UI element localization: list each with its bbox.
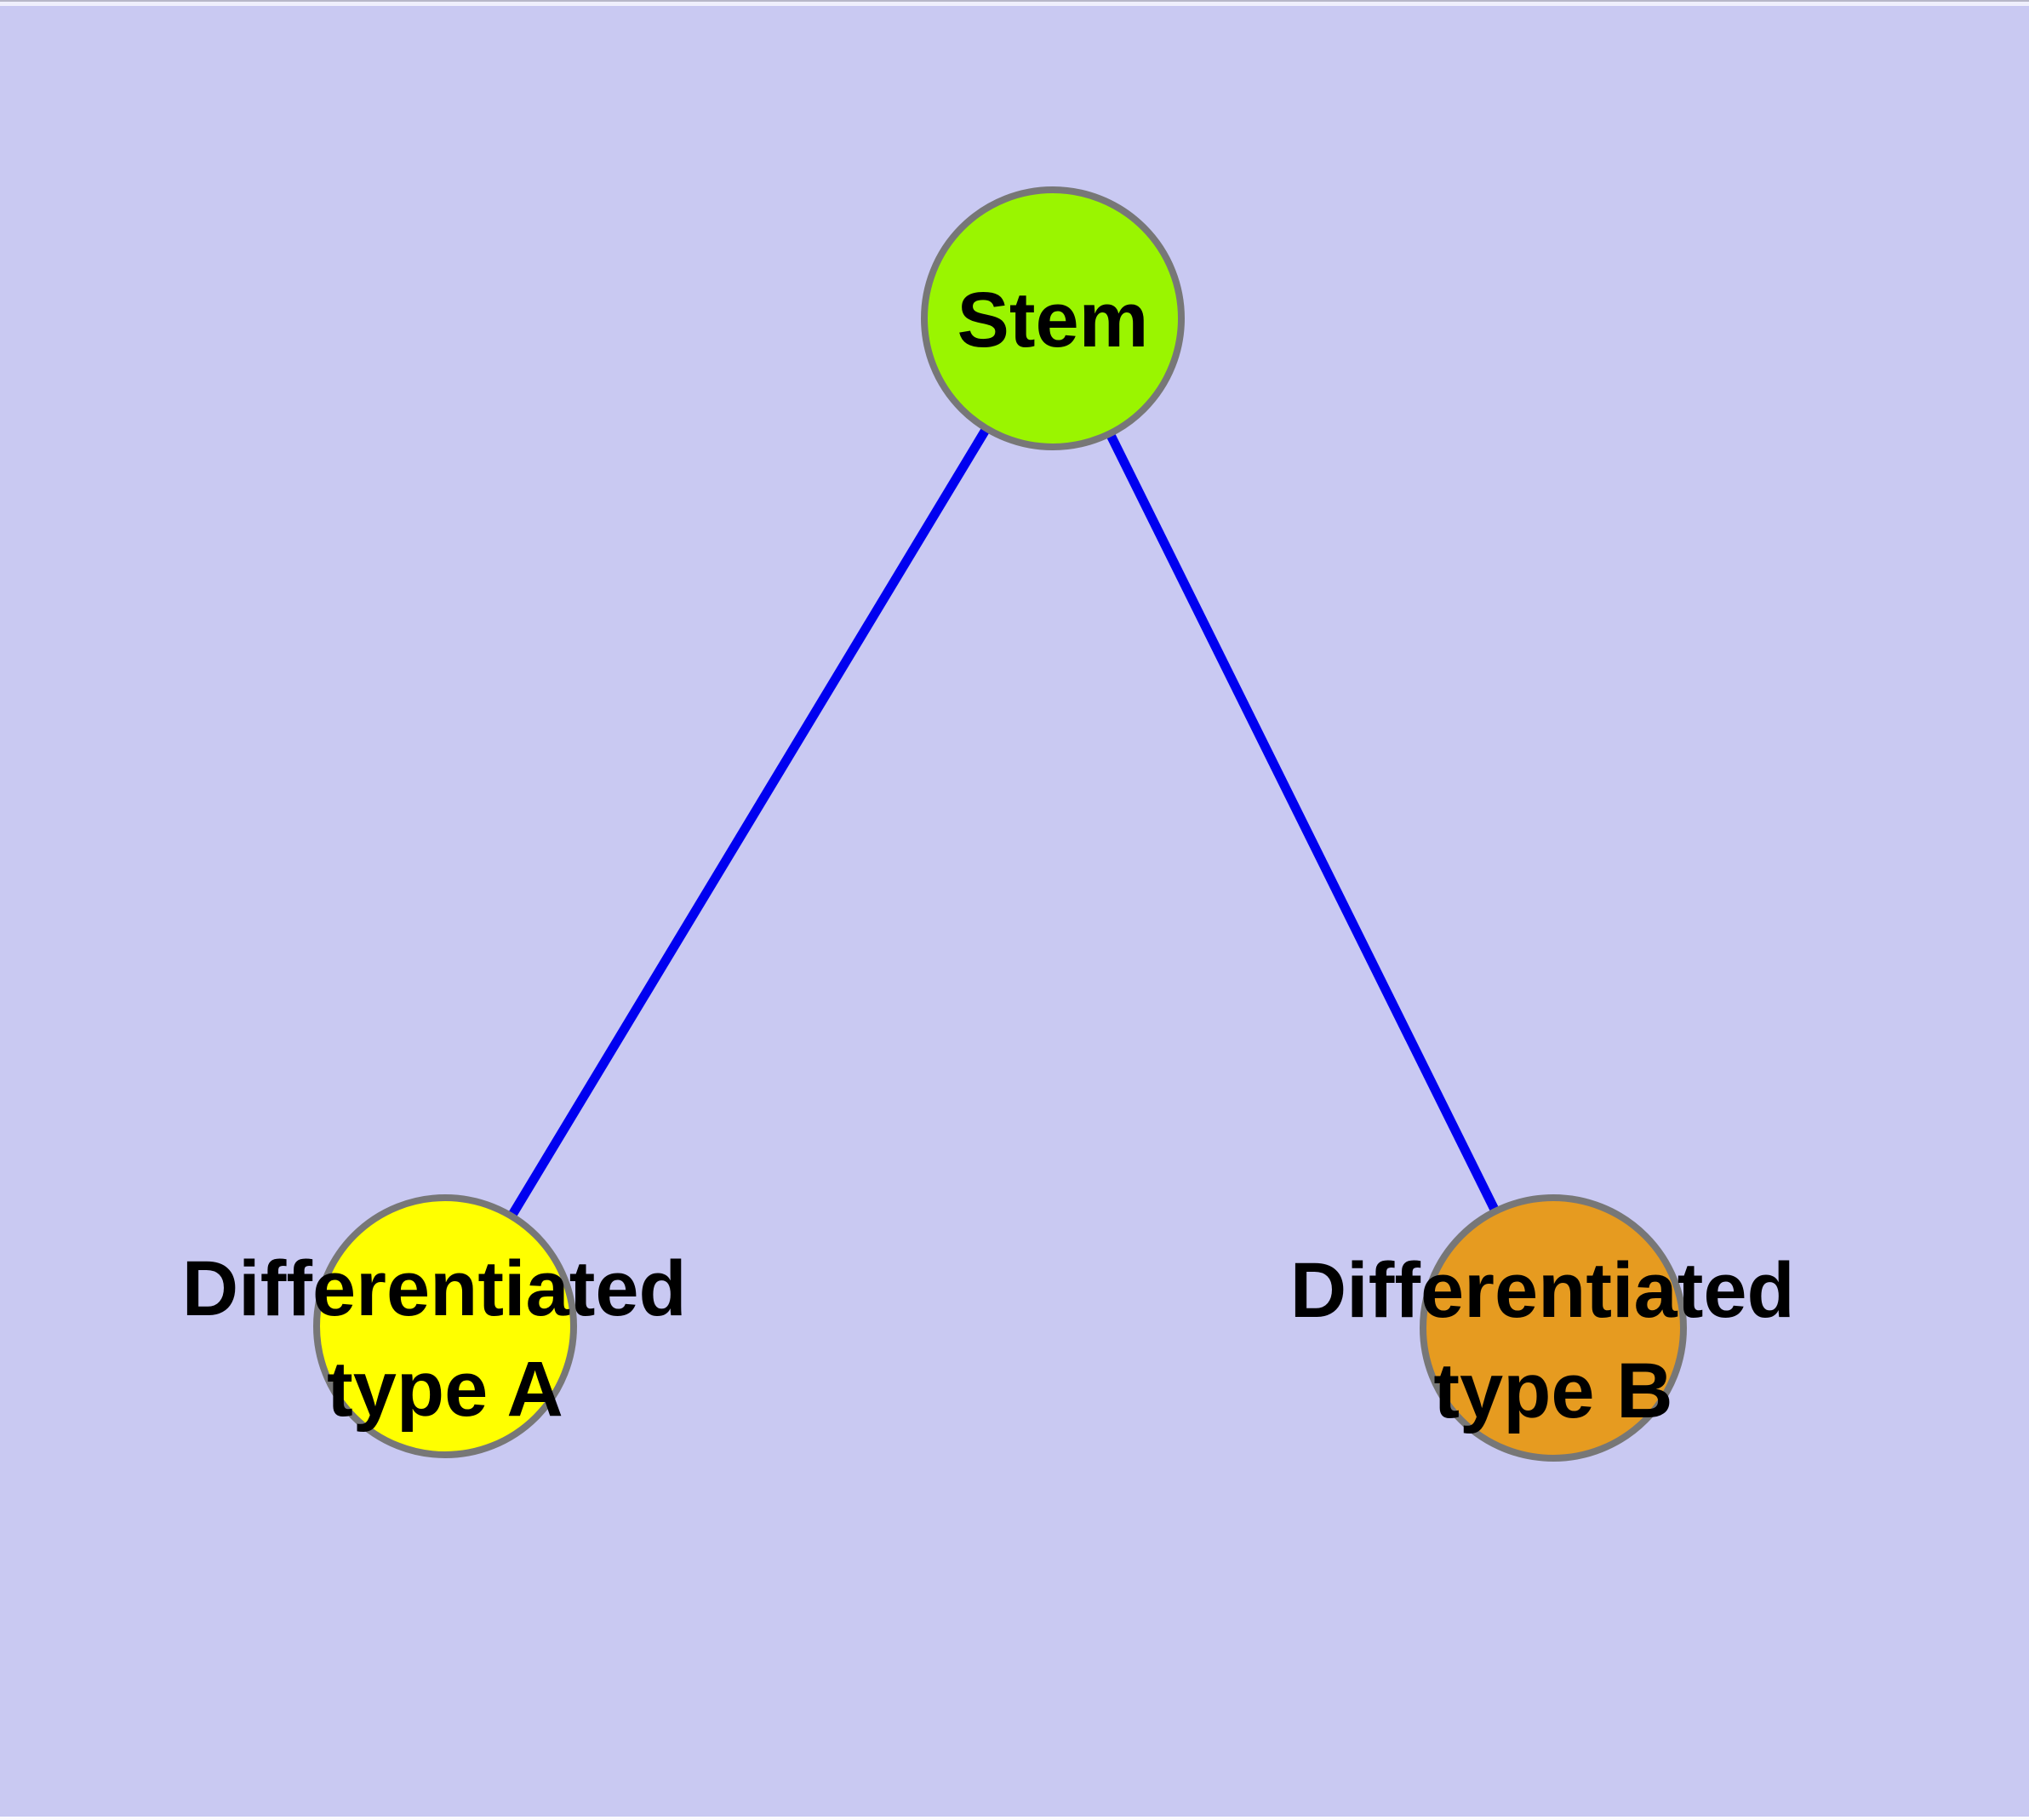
node-differentiated-type-b: Differentiated type B xyxy=(1290,1194,1817,1462)
node-type-b-label: Differentiated type B xyxy=(1290,1247,1817,1434)
node-type-b-label-line-1: Differentiated xyxy=(1290,1247,1795,1334)
node-type-a-label-line-1: Differentiated xyxy=(182,1245,687,1332)
edge-stem-to-type-a xyxy=(441,316,1057,1329)
node-type-a-label: Differentiated type A xyxy=(182,1245,709,1433)
node-stem-label: Stem xyxy=(957,277,1149,363)
node-differentiated-type-a: Differentiated type A xyxy=(182,1194,709,1458)
edge-stem-to-type-b xyxy=(1049,316,1557,1331)
window-bottom-strip xyxy=(0,1817,2029,1820)
node-type-b-circle xyxy=(1420,1194,1687,1462)
node-type-a-label-line-2: type A xyxy=(327,1346,563,1433)
node-stem-circle xyxy=(921,186,1185,450)
node-stem: Stem xyxy=(921,186,1185,450)
node-type-b-label-line-2: type B xyxy=(1433,1348,1672,1434)
window-top-strip xyxy=(0,2,2029,6)
node-type-a-circle xyxy=(313,1194,577,1458)
window-top-hairline xyxy=(0,0,2029,2)
